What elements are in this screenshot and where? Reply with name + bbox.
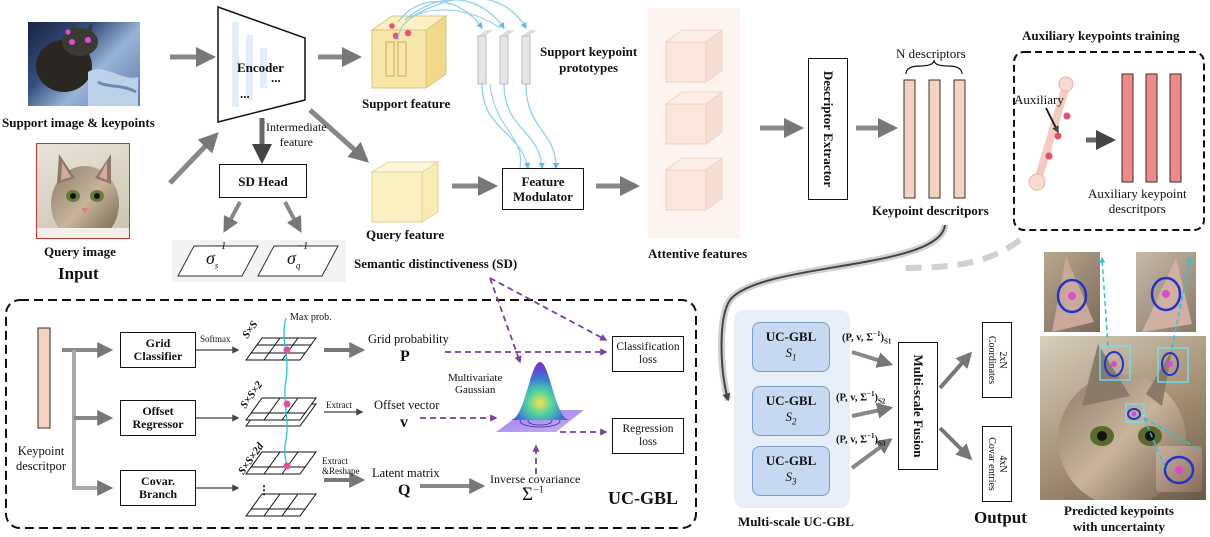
inverse-cov-label: Inverse covariance — [490, 472, 581, 486]
ucgbl-block-1: UC-GBL S1 — [752, 322, 830, 372]
p-symbol: P — [400, 348, 410, 365]
sigma-s-label: σs−1 — [206, 241, 227, 271]
support-prototypes-label: Support keypoint prototypes — [540, 44, 638, 75]
softmax-label: Softmax — [200, 334, 231, 344]
auxiliary-label: Auxiliary — [1014, 92, 1064, 107]
tuple-label-3: (P, v, Σ−1)S3 — [836, 432, 886, 448]
auxiliary-title: Auxiliary keypoints training — [1022, 28, 1180, 43]
covar-branch-box: Covar. Branch — [120, 470, 196, 506]
fusion-box: Multi-scale Fusion — [898, 342, 938, 470]
zoom-ear-left — [1044, 252, 1100, 332]
extract-label: Extract — [326, 400, 352, 410]
n-descriptors-label: N descriptors — [896, 46, 966, 61]
regression-loss-box: Regression loss — [612, 418, 684, 454]
grid-classifier-box: Grid Classifier — [120, 332, 196, 368]
classification-loss-box: Classification loss — [612, 336, 684, 372]
query-feature-label: Query feature — [366, 227, 445, 242]
support-feature-label: Support feature — [362, 96, 451, 111]
zoom-ear-right — [1136, 252, 1196, 332]
ucgbl-title: UC-GBL — [608, 488, 679, 508]
descriptor-extractor-box: Descriptor Extractor — [808, 58, 848, 200]
svg-text:⋮: ⋮ — [258, 483, 270, 497]
grid-prob-label: Grid probability — [368, 332, 449, 346]
intermediate-feature-label: Intermediate feature — [266, 120, 327, 149]
support-feature-cube — [370, 15, 448, 89]
multivariate-label: Multivariate Gaussian — [448, 372, 503, 396]
sigma-q-label: σq−1 — [287, 241, 309, 271]
q-symbol: Q — [398, 482, 411, 499]
descriptor-bars — [903, 59, 966, 199]
query-feature-cube — [370, 161, 440, 223]
input-title: Input — [58, 264, 99, 283]
support-caption: Support image & keypoints — [2, 115, 155, 130]
offset-regressor-box: Offset Regressor — [120, 400, 196, 436]
prototype-bars — [477, 30, 537, 85]
ucgbl-block-2: UC-GBL S2 — [752, 386, 830, 436]
extract-reshape-label: Extract &Reshape — [322, 456, 360, 476]
ucgbl-block-3: UC-GBL S3 — [752, 446, 830, 496]
attentive-cubes — [664, 29, 724, 211]
v-symbol: v — [400, 414, 408, 431]
sd-head-box: SD Head — [219, 164, 307, 198]
tuple-label-2: (P, v, Σ−1)S2 — [836, 390, 886, 406]
max-prob-label: Max prob. — [290, 312, 332, 323]
auxiliary-caption: Auxiliary keypoint descritpors — [1088, 186, 1187, 216]
ucgbl-panel — [5, 299, 697, 529]
gaussian-surface — [496, 362, 584, 432]
covar-entries-box: 4xN Covar entries — [982, 426, 1012, 502]
auxiliary-panel — [1013, 51, 1205, 231]
query-image — [36, 143, 130, 239]
encoder-dots-a: ... — [271, 70, 281, 85]
descriptor-extractor-label: Descriptor Extractor — [821, 70, 836, 188]
zoom-nose — [1156, 446, 1202, 492]
tuple-label-1: (P, v, Σ−1)S1 — [842, 330, 892, 346]
encoder-dots-b: ... — [240, 86, 250, 101]
query-caption: Query image — [44, 244, 116, 259]
attentive-features-label: Attentive features — [648, 246, 748, 261]
sigma-q-box — [257, 245, 339, 277]
sd-caption: Semantic distinctiveness (SD) — [354, 256, 518, 271]
support-image — [28, 22, 140, 106]
offset-vector-label: Offset vector — [374, 398, 440, 412]
output-title: Output — [974, 508, 1027, 527]
encoder-label: Encoder — [237, 60, 284, 75]
ucgbl-input-label: Keypoint descritpor — [16, 444, 66, 473]
grid-sxs — [245, 337, 317, 361]
keypoint-descriptors-label: Keypoint descritpors — [872, 203, 989, 218]
auxiliary-bars — [1121, 73, 1182, 183]
latent-matrix-label: Latent matrix — [372, 466, 440, 480]
sigma-inv-label: Σ−1 — [522, 484, 544, 505]
predicted-caption: Predicted keypoints with uncertainty — [1064, 503, 1174, 534]
grid-sxsx2 — [245, 397, 317, 427]
coordinates-box: 2xN Coordinates — [982, 322, 1012, 398]
multiscale-caption: Multi-scale UC-GBL — [738, 514, 854, 529]
sigma-s-box — [177, 245, 259, 277]
feature-modulator-box: Feature Modulator — [502, 168, 584, 210]
fusion-label: Multi-scale Fusion — [911, 354, 926, 458]
grid-sxsx2d — [245, 451, 317, 517]
